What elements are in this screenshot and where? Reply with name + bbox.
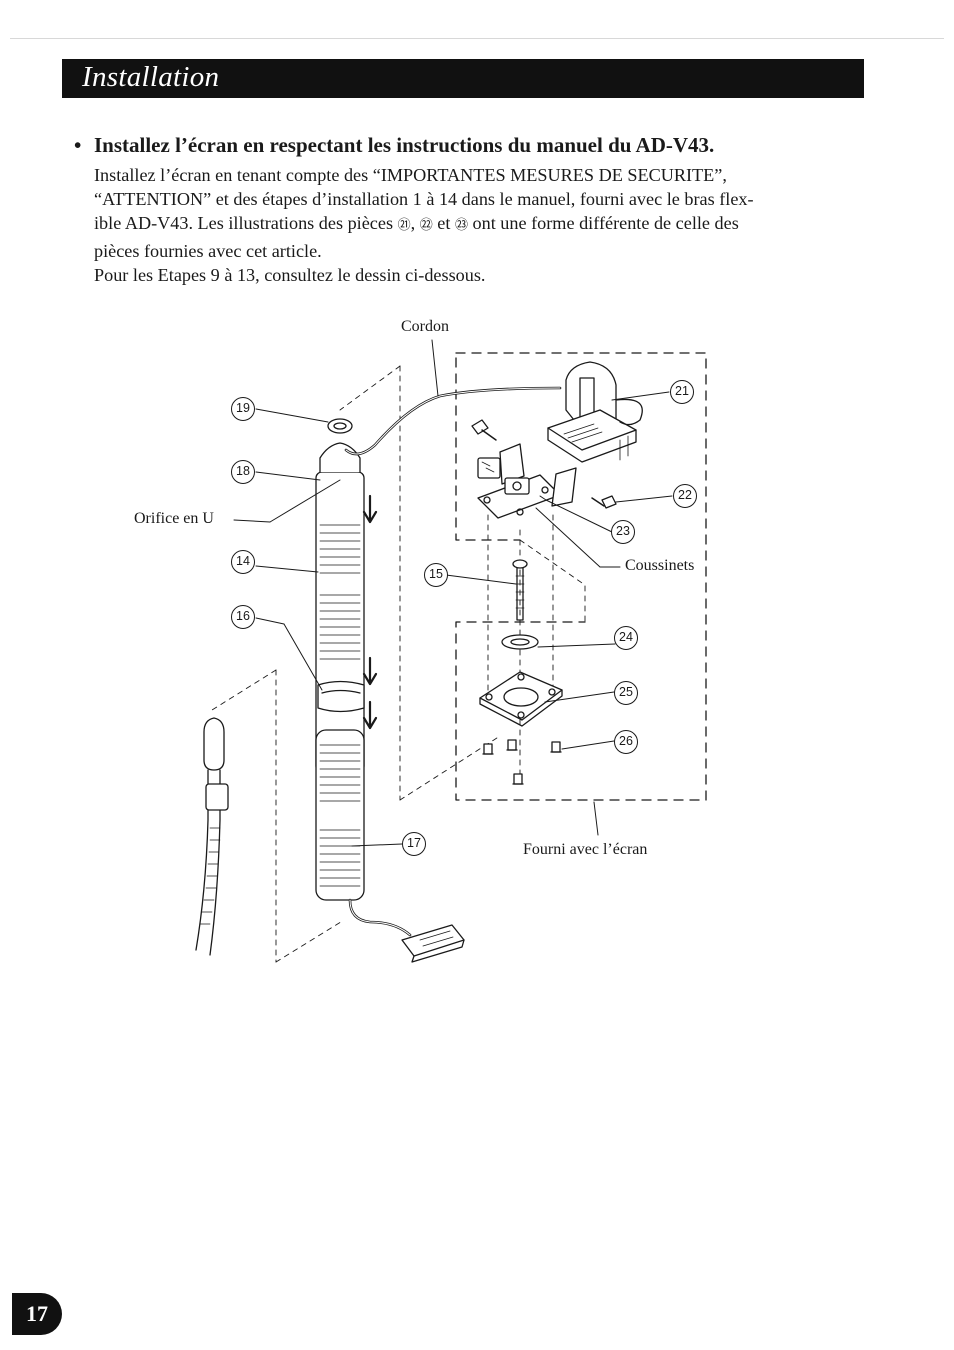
- small-screws-part: [482, 739, 562, 785]
- body-line: “ATTENTION” et des étapes d’installation…: [94, 189, 754, 210]
- flexible-arm-column: [315, 386, 562, 963]
- top-rule: [10, 38, 944, 39]
- page-number: 17: [12, 1293, 62, 1335]
- callout-15: 15: [424, 563, 448, 587]
- label-orifice: Orifice en U: [134, 510, 214, 527]
- part-ref-23: ㉓: [454, 218, 468, 234]
- body-text-fragment: ont une forme différente de celle des: [467, 213, 739, 234]
- callout-25: 25: [614, 681, 638, 705]
- display-bracket-part: [547, 361, 643, 463]
- washer-part: [501, 634, 539, 650]
- dashed-kit-boundary: [455, 352, 707, 801]
- long-screw-part: [512, 559, 528, 621]
- bullet-icon: •: [74, 133, 82, 157]
- section-header-bar: Installation: [62, 59, 864, 98]
- installation-diagram: Cordon Orifice en U Coussinets Fourni av…: [0, 300, 954, 980]
- callout-18: 18: [231, 460, 255, 484]
- callout-22: 22: [673, 484, 697, 508]
- part-ref-21: ㉑: [397, 218, 411, 234]
- callout-26: 26: [614, 730, 638, 754]
- part-ref-22: ㉒: [419, 218, 433, 234]
- callout-leader-lines: [233, 339, 673, 847]
- body-line: pièces fournies avec cet article.: [94, 240, 322, 261]
- label-fourni: Fourni avec l’écran: [523, 841, 648, 858]
- diagram-drawing: [195, 339, 707, 963]
- body-text-fragment: et: [432, 213, 455, 234]
- body-line: Pour les Etapes 9 à 13, consultez le des…: [94, 264, 486, 285]
- callout-14: 14: [231, 550, 255, 574]
- base-plate-part: [479, 671, 563, 727]
- gooseneck-part: [195, 717, 229, 956]
- body-line: Installez l’écran en tenant compte des “…: [94, 165, 727, 185]
- label-cordon: Cordon: [401, 318, 449, 335]
- label-coussinets: Coussinets: [625, 557, 695, 574]
- dashed-guide-lines: [211, 365, 586, 963]
- callout-23: 23: [611, 520, 635, 544]
- callout-16: 16: [231, 605, 255, 629]
- callout-19: 19: [231, 397, 255, 421]
- callout-17: 17: [402, 832, 426, 856]
- instruction-heading: • Installez l’écran en respectant les ins…: [74, 131, 874, 159]
- body-line: ible AD-V43. Les illustrations des pièce…: [94, 211, 844, 238]
- callout-24: 24: [614, 626, 638, 650]
- body-text-fragment: ,: [410, 213, 420, 234]
- instruction-body: Installez l’écran en tenant compte des “…: [94, 163, 844, 287]
- callout-21: 21: [670, 380, 694, 404]
- instruction-heading-text: Installez l’écran en respectant les inst…: [94, 133, 715, 157]
- mounting-plate-part: [471, 419, 617, 519]
- body-text-fragment: ible AD-V43. Les illustrations des pièce…: [94, 213, 398, 234]
- section-title: Installation: [82, 61, 220, 93]
